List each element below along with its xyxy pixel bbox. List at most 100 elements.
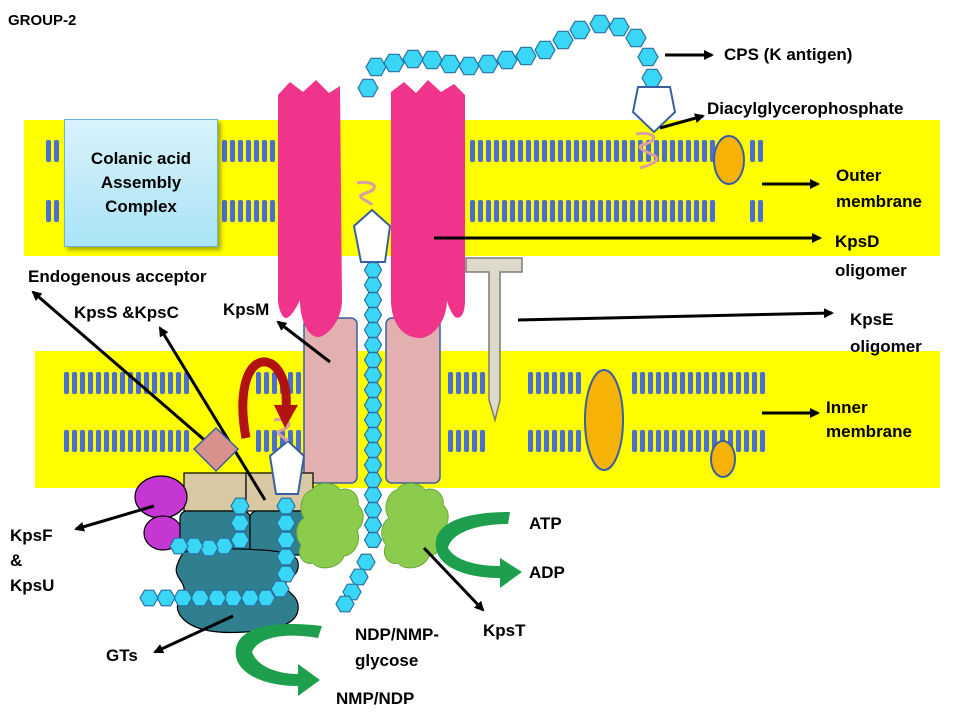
lipid-head (246, 200, 251, 222)
lipid-head (598, 140, 603, 162)
lipid-head (574, 140, 579, 162)
sugar-hexagon (477, 54, 499, 74)
sugar-hexagon (608, 17, 630, 37)
lipid-head (80, 372, 85, 394)
lipid-head (510, 200, 515, 222)
lipid-head (688, 372, 693, 394)
lipid-head (750, 200, 755, 222)
sugar-hexagon (270, 580, 290, 598)
pentagon-low (268, 439, 306, 495)
arrow-kpst (422, 546, 485, 612)
sugar-hexagon (139, 589, 159, 607)
sugar-hexagon (439, 54, 461, 74)
lipid-head (526, 200, 531, 222)
lipid-head (696, 372, 701, 394)
lipid-head (184, 430, 189, 452)
sugar-hexagon (625, 28, 647, 48)
lipid-head (486, 200, 491, 222)
sugar-hexagon (207, 589, 227, 607)
lipid-head (270, 140, 275, 162)
lipid-head (46, 200, 51, 222)
kpse-oligomer-shape (465, 257, 523, 423)
lipid-head (606, 140, 611, 162)
lipid-head (494, 140, 499, 162)
lipid-head (662, 140, 667, 162)
label-kpsd-oligomer: KpsD oligomer (835, 232, 907, 280)
lipid-head (646, 140, 651, 162)
lipid-head (688, 430, 693, 452)
lipid-head (590, 140, 595, 162)
lipid-head (656, 372, 661, 394)
lipid-head (464, 430, 469, 452)
lipid-head (560, 430, 565, 452)
lipid-head (544, 430, 549, 452)
lipid-head (680, 430, 685, 452)
lipid-head (760, 430, 765, 452)
lipid-head (264, 372, 269, 394)
lipid-tail-2 (356, 180, 376, 207)
lipid-head (160, 430, 165, 452)
sugar-hexagon (230, 531, 250, 549)
sugar-hexagon (173, 589, 193, 607)
lipid-head (528, 372, 533, 394)
lipid-head (176, 372, 181, 394)
lipid-head (736, 372, 741, 394)
lipid-head (694, 140, 699, 162)
lipid-head (534, 200, 539, 222)
label-diacylglycerophosphate: Diacylglycerophosphate (707, 99, 904, 118)
lipid-head (184, 372, 189, 394)
lipid-head (272, 430, 277, 452)
lipid-head (128, 430, 133, 452)
lipid-head (552, 372, 557, 394)
pentagon-top (631, 86, 677, 134)
lipid-head (702, 140, 707, 162)
colanic-acid-complex-label: Colanic acid Assembly Complex (90, 149, 192, 216)
sugar-hexagon (356, 553, 376, 571)
kpsm-right (385, 317, 441, 484)
lipid-head (630, 140, 635, 162)
label-endogenous-acceptor: Endogenous acceptor (28, 267, 207, 286)
label-ndp-nmp-glycose: NDP/NMP- glycose (355, 625, 440, 670)
lipid-head (88, 430, 93, 452)
lipid-head (702, 200, 707, 222)
lipid-head (230, 140, 235, 162)
lipid-head (686, 140, 691, 162)
lipid-head (582, 200, 587, 222)
sugar-hexagon (515, 46, 537, 66)
sugar-hexagon (363, 516, 383, 534)
lipid-head (534, 140, 539, 162)
lipid-head (664, 372, 669, 394)
label-kpsf-kpsu: KpsF & KpsU (10, 526, 55, 595)
atp-arrow-body (435, 512, 522, 588)
label-gts: GTs (106, 646, 138, 665)
sugar-hexagon (363, 277, 383, 293)
lipid-head (518, 140, 523, 162)
lipid-head (494, 200, 499, 222)
lipid-head (656, 430, 661, 452)
lipid-head (558, 140, 563, 162)
lipid-head (640, 430, 645, 452)
sugar-hexagon (363, 382, 383, 398)
kpsm-left (303, 317, 358, 484)
lipid-head (222, 200, 227, 222)
lipid-head (646, 200, 651, 222)
lipid-head (712, 372, 717, 394)
lipid-head (664, 430, 669, 452)
red-arrow-head (274, 405, 298, 428)
sugar-hexagon (199, 539, 219, 557)
lipid-head (464, 372, 469, 394)
sugar-hexagon (458, 56, 480, 76)
label-nmp-ndp: NMP/NDP (336, 689, 415, 708)
kpst-left (296, 482, 364, 569)
sugar-hexagon (223, 589, 243, 607)
sugar-hexagon (363, 457, 383, 473)
lipid-head (678, 140, 683, 162)
sugar-hexagon (383, 53, 405, 73)
sugar-hexagon (363, 337, 383, 353)
lipid-head (672, 430, 677, 452)
lipid-head (112, 372, 117, 394)
lipid-head (456, 372, 461, 394)
lipid-head (576, 372, 581, 394)
lipid-head (672, 372, 677, 394)
lipid-head (168, 372, 173, 394)
